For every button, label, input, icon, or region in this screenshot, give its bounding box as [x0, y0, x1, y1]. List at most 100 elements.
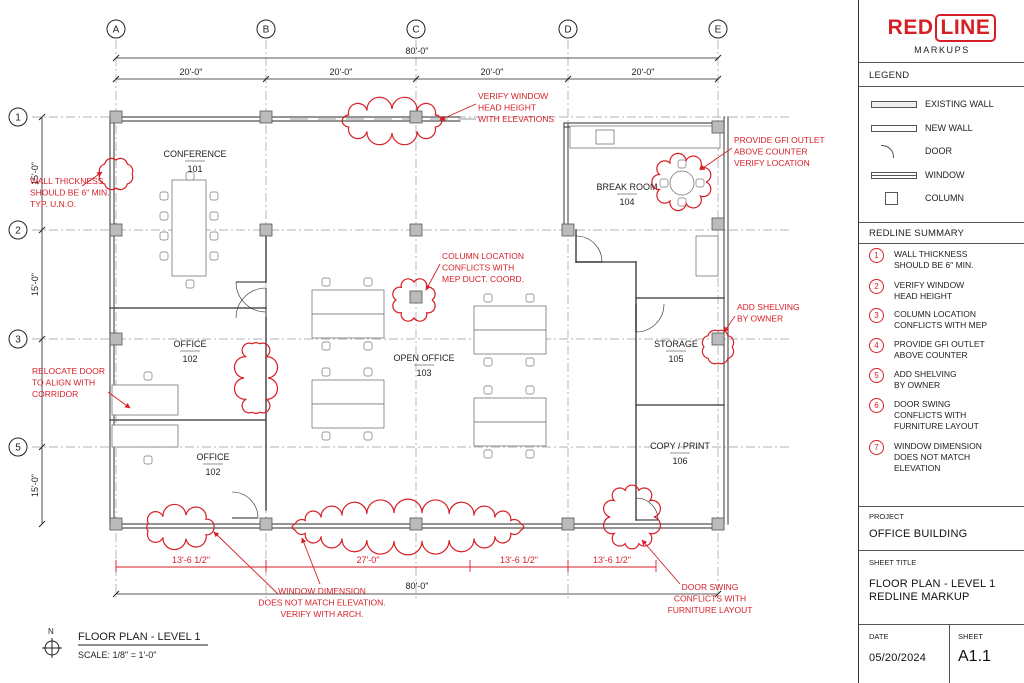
- room-number: 102: [205, 467, 220, 477]
- leader-arrow: [425, 263, 441, 291]
- grid-bubble-label: C: [412, 25, 419, 36]
- grid-bubble-label: D: [564, 25, 571, 36]
- room-name: OFFICE: [174, 339, 207, 349]
- chair: [209, 231, 219, 241]
- svg-text:PROVIDE GFI OUTLET: PROVIDE GFI OUTLET: [734, 135, 825, 145]
- dimension-text-red: 27'-0": [357, 555, 380, 565]
- grid-bubble: [8, 107, 28, 127]
- chair: [659, 178, 669, 188]
- workstation: [473, 329, 547, 355]
- leader-arrow: [81, 171, 103, 187]
- chair: [483, 293, 493, 303]
- grid-bubble: [558, 19, 578, 39]
- date-label: DATE: [869, 632, 889, 641]
- svg-text:FURNITURE LAYOUT: FURNITURE LAYOUT: [668, 605, 753, 615]
- chair: [363, 341, 373, 351]
- svg-text:HEAD HEIGHT: HEAD HEIGHT: [478, 103, 536, 113]
- svg-text:VERIFY WINDOW: VERIFY WINDOW: [478, 91, 548, 101]
- sheet-date: 05/20/2024: [869, 652, 927, 664]
- column: [259, 110, 273, 124]
- grid-bubble: [106, 19, 126, 39]
- logo-subtitle: MARKUPS: [914, 45, 970, 55]
- legend-label: NEW WALL: [925, 122, 973, 133]
- summary-number: 2: [869, 279, 884, 294]
- door-swing: [575, 235, 603, 263]
- grid-bubble-label: 2: [15, 226, 21, 237]
- furniture: [111, 125, 721, 465]
- legend-label: EXISTING WALL: [925, 99, 994, 109]
- leader-arrow: [439, 103, 477, 121]
- room-number: 105: [668, 354, 683, 364]
- dimension-text-red: 13'-6 1/2": [500, 555, 538, 565]
- svg-text:DOOR SWING: DOOR SWING: [682, 582, 739, 592]
- column: [109, 110, 123, 124]
- svg-text:ADD SHELVING: ADD SHELVING: [737, 302, 800, 312]
- chair: [677, 159, 687, 169]
- chair: [363, 431, 373, 441]
- svg-text:VERIFY LOCATION: VERIFY LOCATION: [734, 158, 810, 168]
- chair: [143, 455, 153, 465]
- summary-text: WALL THICKNESS SHOULD BE 6" MIN.: [894, 249, 974, 270]
- north-label: N: [48, 627, 54, 636]
- workstation: [473, 397, 547, 423]
- room-number: 101: [187, 164, 202, 174]
- sink-icon: [595, 129, 615, 145]
- dimension-text-red: 13'-6 1/2": [593, 555, 631, 565]
- svg-text:CONFLICTS WITH: CONFLICTS WITH: [674, 594, 746, 604]
- revision-cloud: [651, 152, 712, 212]
- svg-text:TO ALIGN WITH: TO ALIGN WITH: [32, 378, 95, 388]
- workstation: [311, 289, 385, 315]
- summary-text: COLUMN LOCATION CONFLICTS WITH MEP: [894, 309, 988, 330]
- summary-item: 1 WALL THICKNESS SHOULD BE 6" MIN.: [869, 248, 1019, 271]
- column: [561, 517, 575, 531]
- legend-label: DOOR: [925, 146, 952, 156]
- chair: [321, 341, 331, 351]
- chair: [525, 449, 535, 459]
- grid-bubble-label: 5: [15, 443, 21, 454]
- column: [409, 290, 423, 304]
- chair: [525, 385, 535, 395]
- svg-text:CORRIDOR: CORRIDOR: [32, 389, 78, 399]
- grid-bubble: [8, 437, 28, 457]
- column: [711, 517, 725, 531]
- svg-text:WALL THICKNESS: WALL THICKNESS: [30, 176, 104, 186]
- chair: [159, 191, 169, 201]
- legend-label: COLUMN: [925, 193, 965, 203]
- dimension-text: 20'-0": [481, 67, 504, 77]
- chair: [159, 231, 169, 241]
- svg-text:MEP DUCT. COORD.: MEP DUCT. COORD.: [442, 274, 524, 284]
- door-icon: [869, 144, 917, 158]
- column: [109, 223, 123, 237]
- legend-item: NEW WALL: [869, 120, 1019, 136]
- summary-number: 6: [869, 398, 884, 413]
- logo-text-line: LINE: [934, 14, 997, 42]
- chair: [209, 211, 219, 221]
- door-swing: [235, 281, 267, 313]
- chair: [209, 191, 219, 201]
- door-swing: [635, 497, 659, 521]
- legend-item: EXISTING WALL: [869, 96, 1019, 112]
- dimension-text: 80'-0": [406, 46, 429, 56]
- room-number: 103: [416, 368, 431, 378]
- grid-bubble: [256, 19, 276, 39]
- dimension-text-red: 13'-6 1/2": [172, 555, 210, 565]
- sheet-title-label: SHEET TITLE: [869, 558, 917, 567]
- legend-label: WINDOW: [925, 169, 965, 180]
- summary-number: 1: [869, 248, 884, 263]
- column: [409, 110, 423, 124]
- plan-scale: SCALE: 1/8" = 1'-0": [78, 650, 156, 660]
- grid-bubble-label: 3: [15, 335, 21, 346]
- new-wall-icon: [869, 121, 917, 135]
- chair: [321, 367, 331, 377]
- svg-text:COLUMN LOCATION: COLUMN LOCATION: [442, 251, 524, 261]
